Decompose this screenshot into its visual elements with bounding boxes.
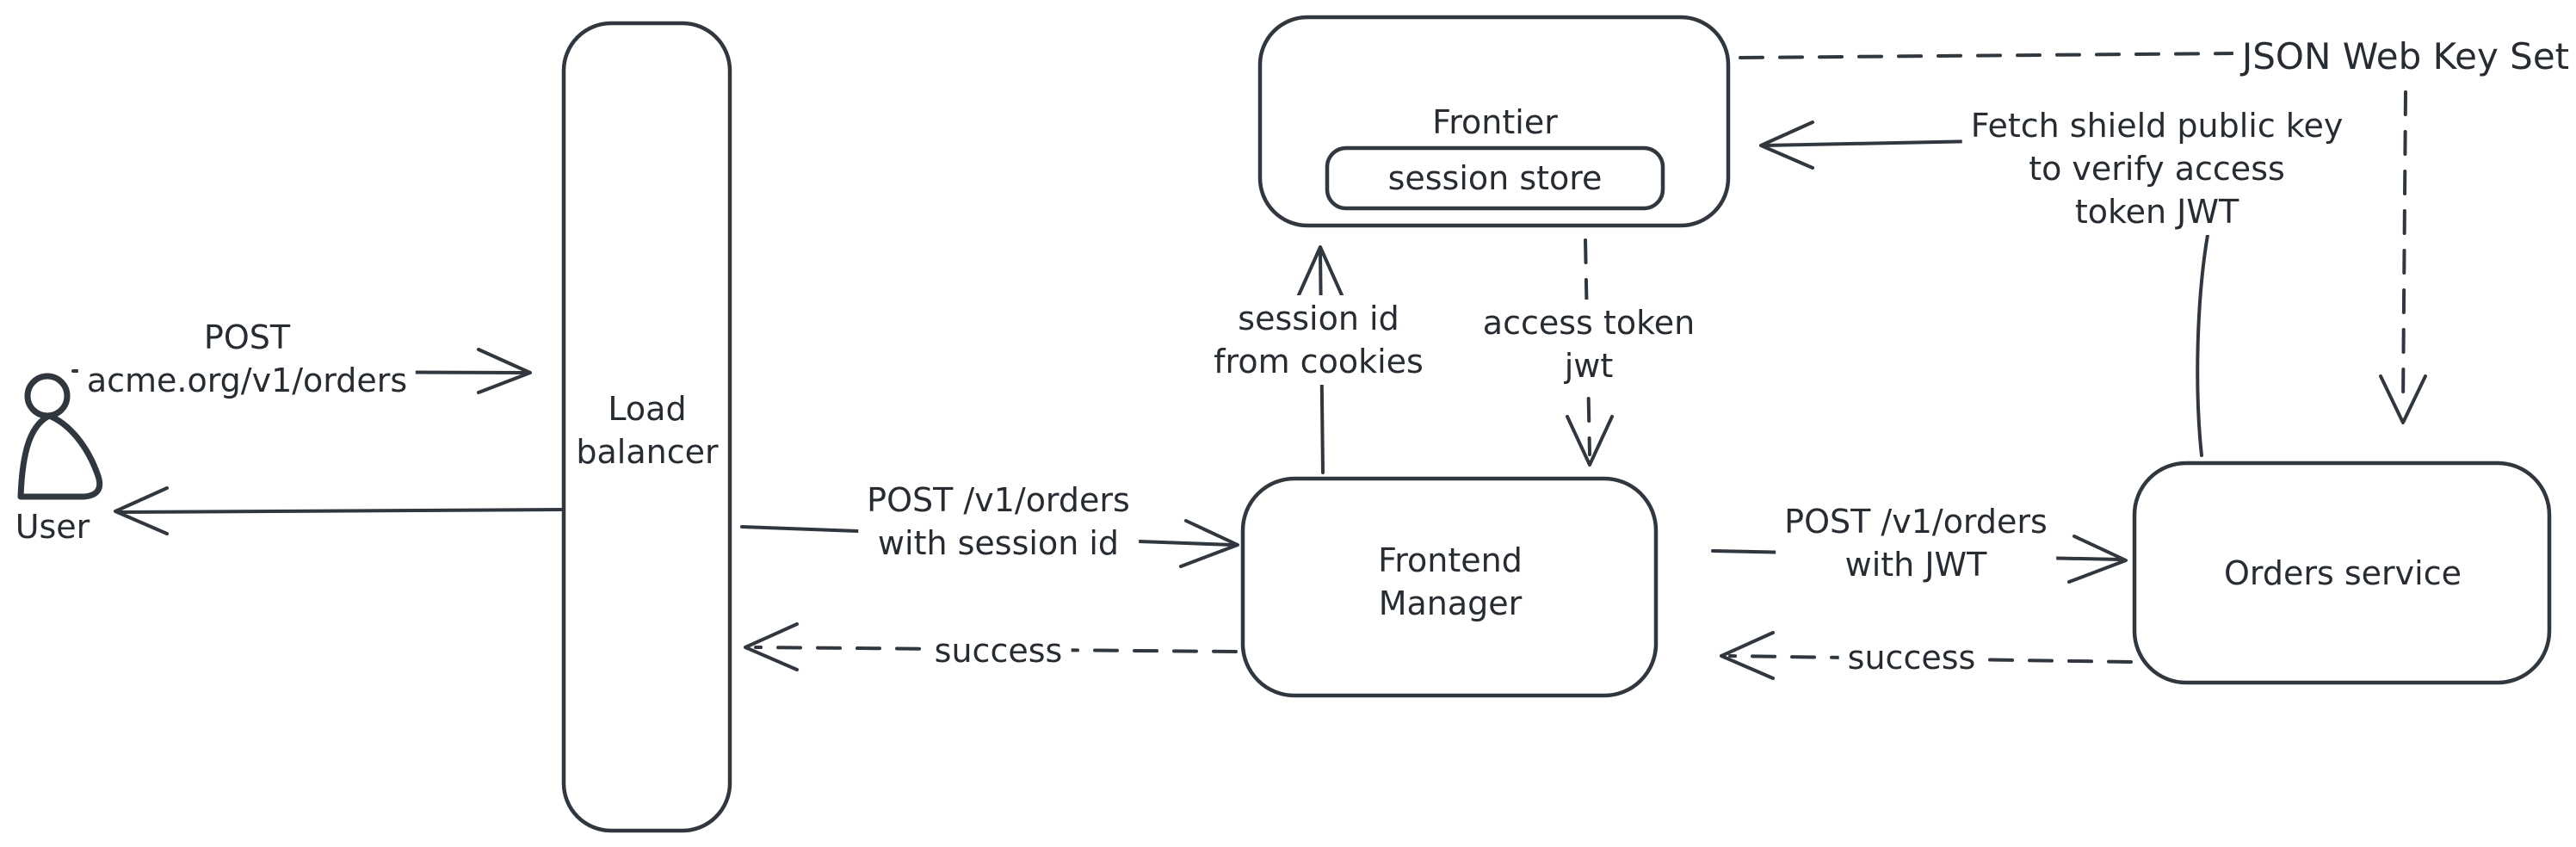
edge-label-line: with session id — [877, 524, 1120, 562]
edge-label-line: session id — [1238, 300, 1399, 337]
edge-label-post-orders-session-id: POST /v1/orders with session id — [858, 477, 1139, 566]
session-store-label: session store — [1388, 157, 1603, 200]
edge-label-line: success — [1847, 639, 1976, 677]
edge-label-access-token-jwt: access token jwt — [1473, 300, 1704, 389]
frontend-manager-label: Frontend Manager — [1378, 539, 1523, 625]
user-icon — [17, 373, 103, 500]
edge-label-success-left: success — [925, 628, 1072, 674]
jwks-label: JSON Web Key Set — [2233, 34, 2576, 80]
arrow-orders-service-to-frontier-fetch-key — [1759, 121, 2209, 457]
edge-label-success-right: success — [1838, 634, 1985, 681]
edge-label-line: POST /v1/orders — [867, 481, 1130, 519]
load-balancer-box — [561, 21, 732, 833]
orders-service-box — [2132, 461, 2552, 685]
edge-label-line: POST /v1/orders — [1784, 503, 2048, 541]
edge-label-line: jwt — [1564, 347, 1614, 385]
frontend-manager-box — [1240, 476, 1659, 698]
node-label-line: Orders service — [2224, 554, 2462, 592]
edge-label-line: success — [934, 632, 1063, 670]
line-frontier-to-jwks — [1739, 52, 2236, 59]
node-label-line: Manager — [1378, 584, 1523, 622]
edge-label-post-acme-orders: POST acme.org/v1/orders — [77, 314, 417, 404]
arrow-frontier-to-frontend-manager-access-token — [1566, 238, 1614, 467]
edge-label-line: access token — [1482, 304, 1696, 342]
user-label: User — [15, 505, 90, 548]
edge-label-line: to verify access — [2029, 150, 2285, 188]
edge-label-line: with JWT — [1844, 546, 1987, 584]
node-label-line: Load — [608, 390, 687, 428]
frontier-label: Frontier — [1432, 101, 1558, 144]
edge-label-fetch-shield-public-key: Fetch shield public key to verify access… — [1961, 102, 2352, 235]
edge-label-session-id-from-cookies: session id from cookies — [1205, 295, 1432, 385]
edge-label-line: acme.org/v1/orders — [86, 362, 408, 399]
edge-label-line: JSON Web Key Set — [2241, 35, 2570, 77]
user-label-text: User — [15, 508, 90, 546]
edge-label-post-orders-jwt: POST /v1/orders with JWT — [1776, 498, 2056, 588]
node-label-line: Frontier — [1432, 103, 1558, 141]
arrow-load-balancer-to-user — [114, 486, 563, 535]
orders-service-label: Orders service — [2224, 552, 2462, 595]
arrow-jwks-to-orders-service — [2379, 90, 2427, 424]
edge-label-line: from cookies — [1214, 343, 1424, 380]
load-balancer-label: Load balancer — [576, 387, 718, 473]
session-store-box — [1325, 145, 1665, 211]
edge-label-line: token JWT — [2074, 193, 2239, 231]
node-label-line: session store — [1387, 159, 1603, 197]
node-label-line: balancer — [576, 433, 719, 471]
edge-label-line: POST — [203, 318, 291, 356]
edge-label-line: Fetch shield public key — [1970, 107, 2344, 145]
node-label-line: Frontend — [1378, 541, 1523, 579]
